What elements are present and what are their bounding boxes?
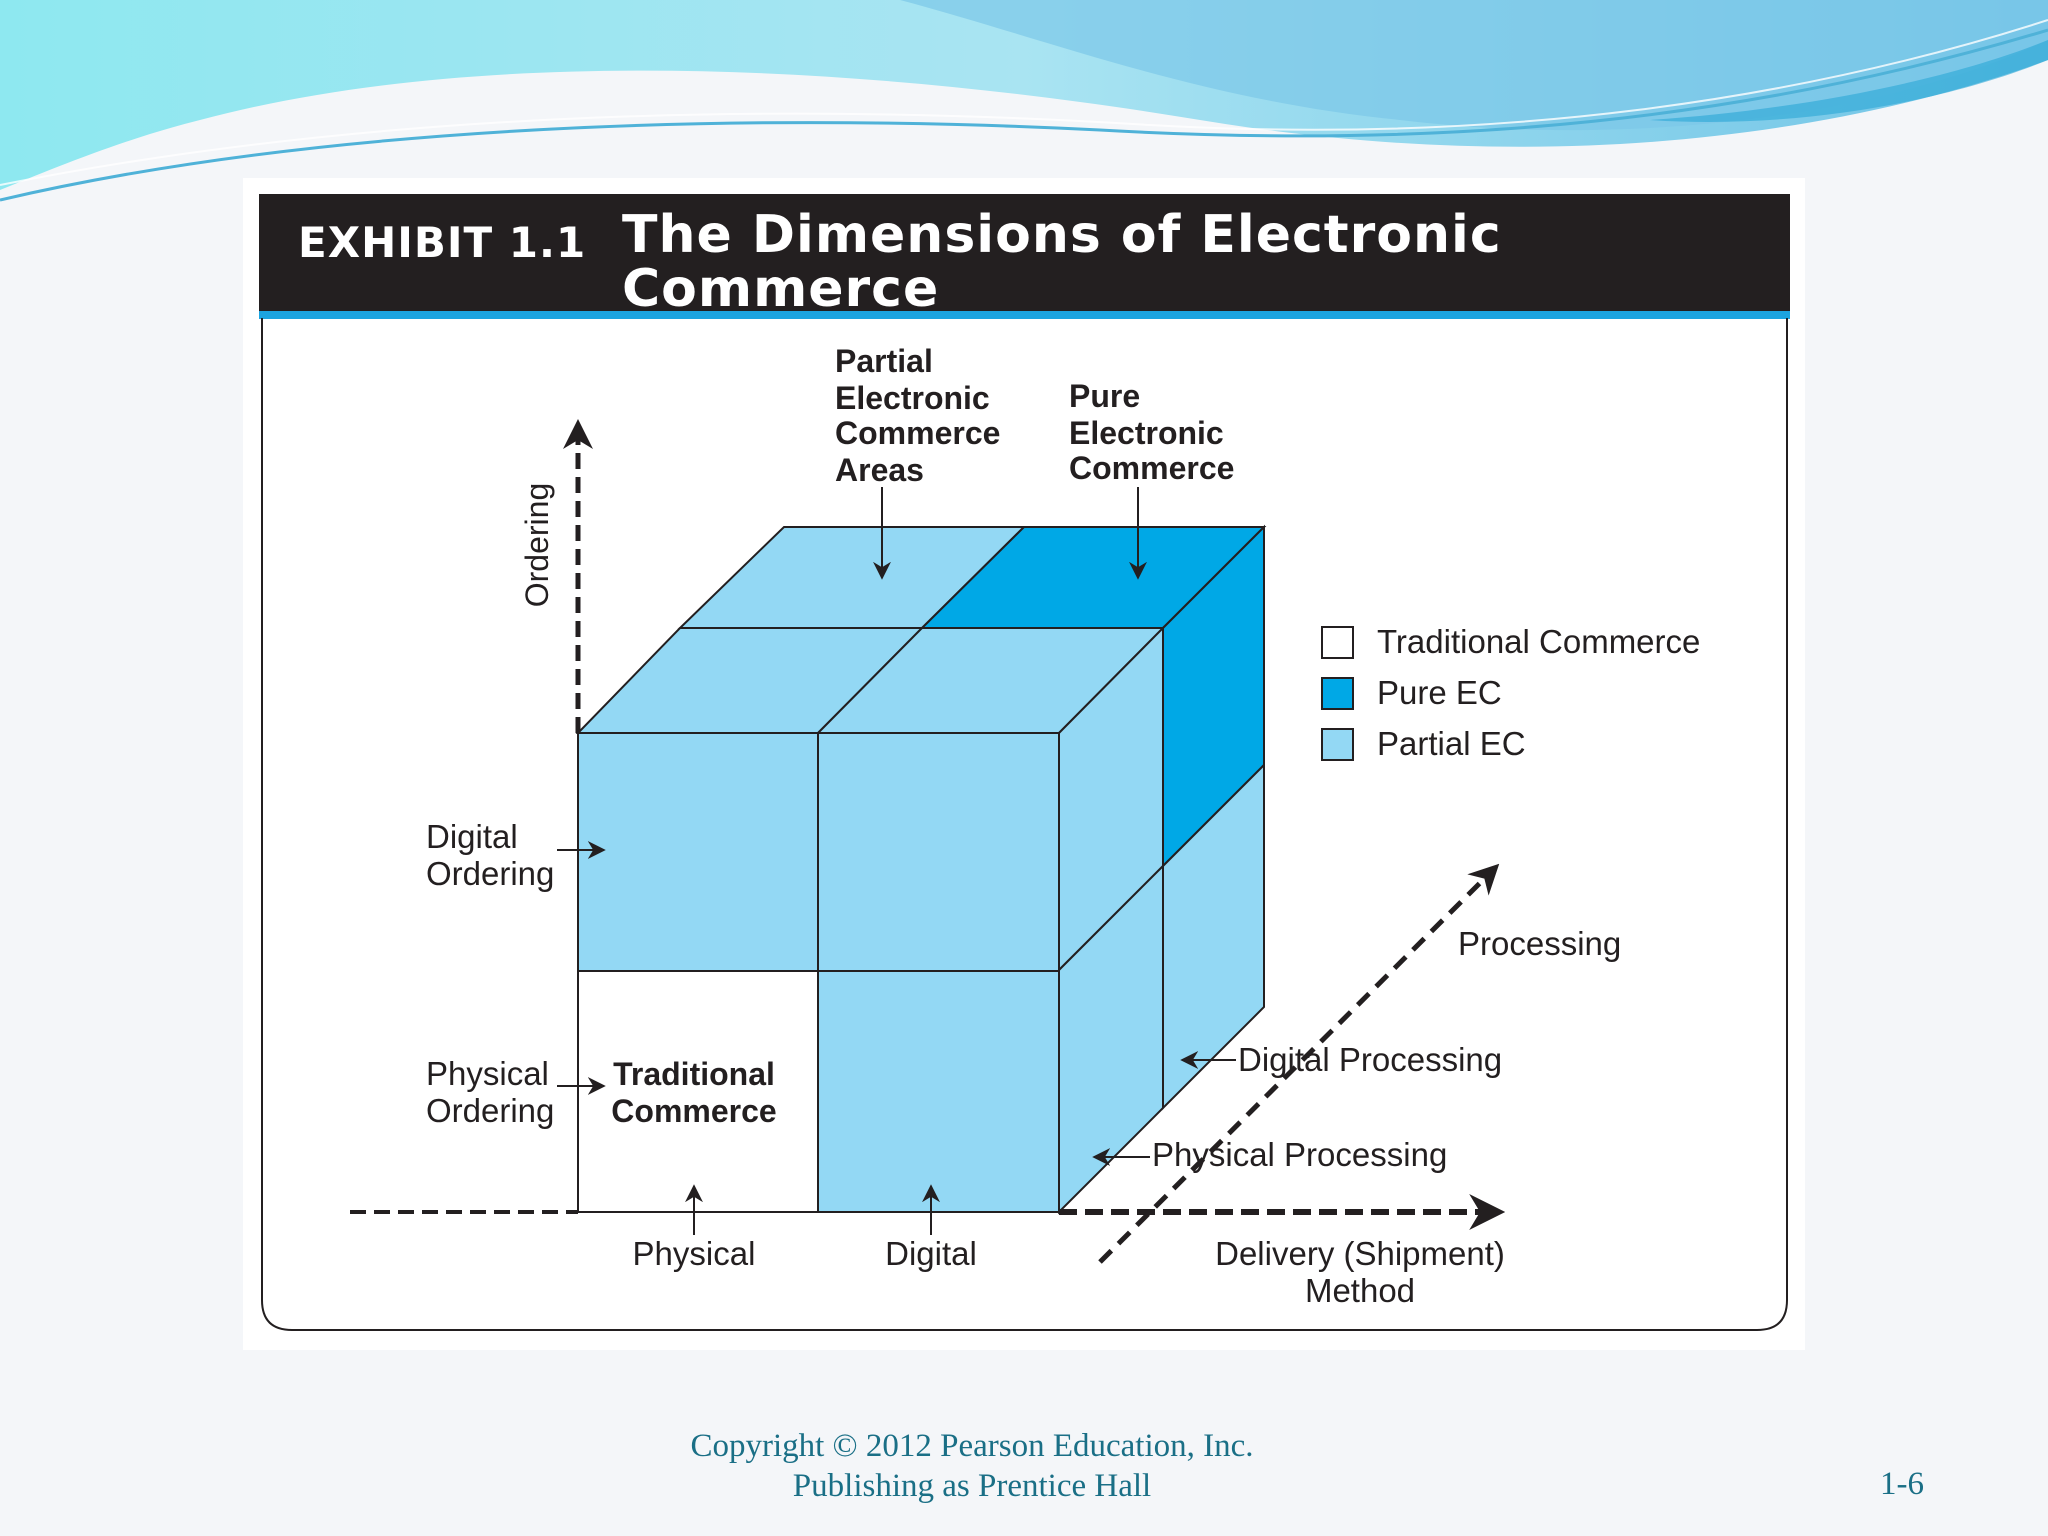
pure-ec-label-line2: Electronic [1069, 415, 1224, 451]
cube-front-physical-ordering-digital [817, 970, 1060, 1213]
processing-axis-label: Processing [1458, 925, 1621, 962]
slide-number: 1-6 [1880, 1466, 1924, 1502]
exhibit-header-rule [259, 311, 1790, 319]
legend-swatch-partial-ec [1321, 728, 1354, 761]
pure-ec-label-line3: Commerce [1069, 450, 1234, 486]
processing-axis [1098, 863, 1500, 1264]
exhibit-title: The Dimensions of Electronic Commerce [622, 205, 1502, 319]
legend-swatch-pure-ec [1321, 677, 1354, 710]
delivery-axis-label-line1: Delivery (Shipment) [1215, 1235, 1505, 1272]
delivery-axis-label-line2: Method [1305, 1272, 1415, 1309]
partial-ec-areas-label-line4: Areas [835, 452, 924, 488]
cube-front-digital-ordering-digital [817, 732, 1060, 972]
partial-ec-areas-label-line2: Electronic [835, 380, 990, 416]
physical-ordering-label-line1: Physical [426, 1055, 549, 1092]
traditional-commerce-label-line1: Traditional [613, 1056, 775, 1092]
ordering-axis-label: Ordering [519, 483, 555, 608]
exhibit-label: EXHIBIT 1.1 [298, 218, 587, 267]
cube-front-digital-ordering-physical [577, 732, 819, 972]
legend-label-traditional-commerce: Traditional Commerce [1377, 623, 1700, 660]
digital-ordering-label-line2: Ordering [426, 855, 554, 892]
legend-label-pure-ec: Pure EC [1377, 674, 1502, 711]
legend-swatch-traditional-commerce [1321, 626, 1354, 659]
physical-processing-label: Physical Processing [1152, 1136, 1447, 1173]
footer-copyright-line1: Copyright © 2012 Pearson Education, Inc. [690, 1428, 1254, 1464]
traditional-commerce-label-line2: Commerce [611, 1093, 776, 1129]
digital-ordering-label-line1: Digital [426, 818, 518, 855]
legend-label-partial-ec: Partial EC [1377, 725, 1526, 762]
partial-ec-areas-label-line1: Partial [835, 343, 933, 379]
footer-copyright: Copyright © 2012 Pearson Education, Inc.… [560, 1426, 1384, 1506]
exhibit-header-bar [259, 194, 1790, 312]
physical-delivery-label: Physical [633, 1235, 756, 1272]
legend: Traditional Commerce Pure EC Partial EC [1321, 623, 1700, 762]
footer-copyright-line2: Publishing as Prentice Hall [792, 1468, 1152, 1504]
pure-ec-label-line1: Pure [1069, 378, 1140, 414]
digital-delivery-label: Digital [885, 1235, 977, 1272]
exhibit-frame [261, 318, 1788, 1331]
partial-ec-areas-label-line3: Commerce [835, 415, 1000, 451]
header-wave-decoration [0, 0, 2048, 202]
digital-processing-label: Digital Processing [1238, 1041, 1502, 1078]
cube-front-traditional-commerce [577, 970, 819, 1213]
physical-ordering-label-line2: Ordering [426, 1092, 554, 1129]
